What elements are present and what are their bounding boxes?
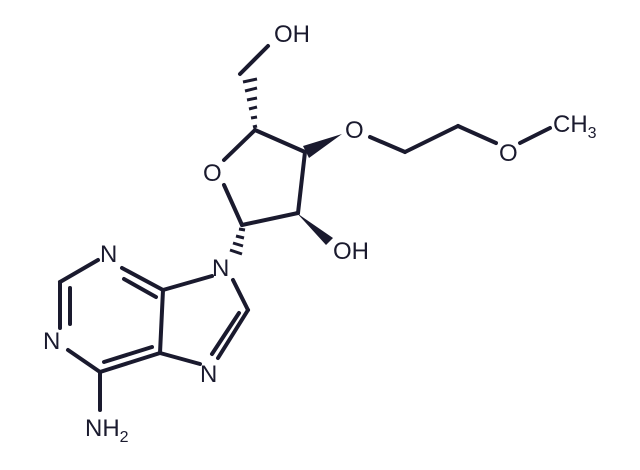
bond-c1-ring-o: [222, 183, 244, 227]
bond-c4-n3: [120, 266, 165, 292]
bond-c3-c2: [296, 150, 307, 215]
amine-nh-text: NH: [85, 415, 120, 442]
bond-c4-c3: [253, 128, 307, 154]
atom-label-ether-oxygen-2: O: [499, 140, 518, 167]
hashed-bond-c4-c5: [242, 77, 258, 129]
bond-c8-n7-double: [210, 311, 241, 356]
bond-n1-c6: [66, 348, 102, 374]
atom-label-ring-oxygen: O: [203, 160, 222, 187]
methyl-subscript: 3: [588, 125, 597, 142]
atom-label-amine: NH2: [85, 415, 129, 446]
atom-label-oh-right: OH: [333, 238, 369, 265]
wedge-bond-c3-o: [303, 134, 342, 158]
bond-ch2b-o: [456, 124, 498, 145]
atom-label-n3: N: [100, 241, 117, 268]
bond-c6-c5: [98, 351, 162, 374]
bond-o-ch2a: [368, 135, 407, 154]
bond-c5-o: [238, 44, 270, 76]
bond-c6-c5-double: [102, 345, 154, 364]
bond-n3-c2: [58, 258, 100, 284]
bond-c5-c4: [158, 288, 165, 355]
atom-label-n1: N: [43, 328, 60, 355]
bond-c4-n3-double: [122, 277, 158, 299]
bond-c2-c1: [240, 211, 300, 227]
bond-ch2a-ch2b: [403, 124, 460, 154]
atom-label-n9: N: [212, 255, 229, 282]
methyl-ch-text: CH: [553, 111, 588, 138]
atom-label-oh-top: OH: [274, 21, 310, 48]
bond-o-ch3: [518, 126, 552, 145]
hashed-bond-c1-n9: [229, 227, 246, 256]
wedge-bond-c2-oh: [295, 211, 333, 245]
bond-c4-n9: [161, 274, 214, 292]
amine-subscript: 2: [120, 429, 129, 446]
bond-c8-n7: [216, 308, 250, 360]
bond-n9-c8: [231, 278, 250, 312]
atom-label-n7: N: [200, 361, 217, 388]
atom-label-methyl: CH3: [553, 111, 597, 142]
bond-ring-o-c4: [222, 128, 257, 162]
atom-label-ether-oxygen-1: O: [345, 117, 364, 144]
bond-n7-c5: [158, 351, 202, 366]
